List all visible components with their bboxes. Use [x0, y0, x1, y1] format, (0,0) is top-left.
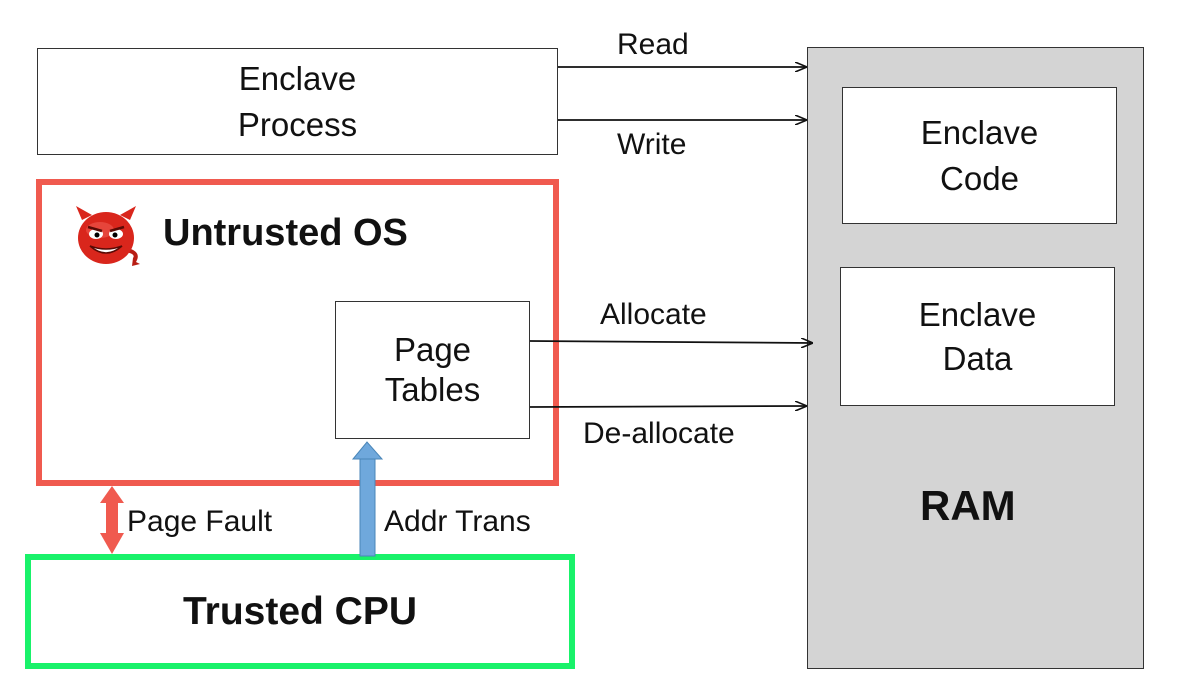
- page-fault-arrow: [100, 486, 124, 554]
- enclave-process-line2: Process: [237, 105, 358, 143]
- untrusted-os-title: Untrusted OS: [163, 212, 408, 254]
- page-fault-label: Page Fault: [127, 505, 273, 538]
- enclave-process-line1: Enclave: [238, 59, 357, 97]
- enclave-code-line1: Enclave: [920, 113, 1039, 151]
- trusted-cpu-label: Trusted CPU: [182, 589, 418, 633]
- deallocate-label: De-allocate: [583, 417, 735, 450]
- untrusted-os-box: [36, 179, 559, 486]
- read-label: Read: [617, 28, 689, 61]
- trusted-cpu-box: Trusted CPU: [25, 554, 575, 669]
- enclave-data-line1: Enclave: [918, 295, 1037, 333]
- enclave-data-box: Enclave Data: [840, 267, 1115, 406]
- addr-trans-label: Addr Trans: [384, 505, 531, 538]
- page-tables-box: Page Tables: [335, 301, 530, 439]
- deallocate-arrow: [529, 406, 806, 407]
- page-tables-line2: Tables: [384, 371, 481, 408]
- enclave-code-box: Enclave Code: [842, 87, 1117, 224]
- enclave-data-line2: Data: [942, 339, 1013, 377]
- devil-face-icon: [70, 206, 142, 273]
- allocate-label: Allocate: [600, 298, 707, 331]
- addr-trans-arrow: [351, 441, 384, 557]
- allocate-arrow: [529, 341, 812, 343]
- enclave-code-line2: Code: [940, 159, 1019, 197]
- enclave-process-box: Enclave Process: [37, 48, 558, 155]
- ram-label: RAM: [920, 482, 1016, 529]
- write-label: Write: [617, 128, 687, 161]
- page-tables-line1: Page: [393, 331, 472, 368]
